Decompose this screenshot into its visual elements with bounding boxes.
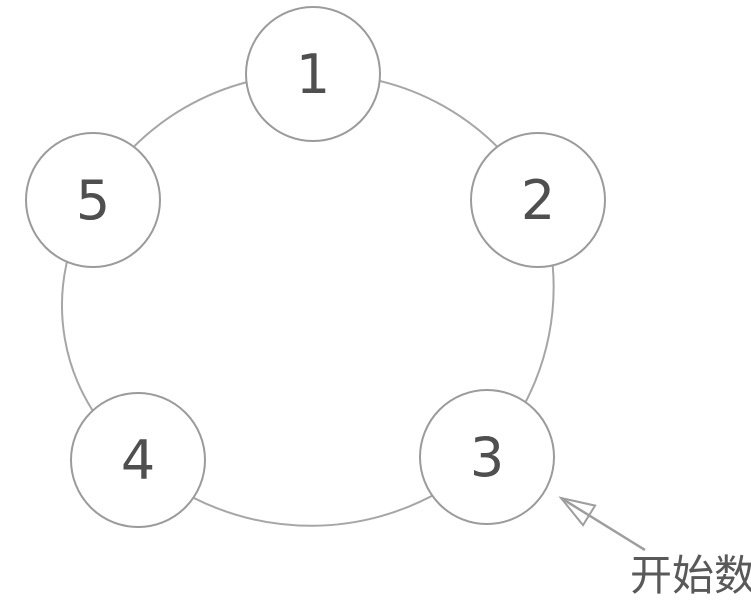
node-number: 4 xyxy=(121,429,155,492)
node-circle xyxy=(470,132,606,268)
arrowhead-icon xyxy=(558,496,597,527)
node-number: 5 xyxy=(76,169,110,232)
node-circle xyxy=(419,389,555,525)
node-2: 2 xyxy=(470,132,606,268)
node-circle xyxy=(25,132,161,268)
node-5: 5 xyxy=(25,132,161,268)
node-number: 1 xyxy=(296,43,330,106)
start-count-label: 开始数 xyxy=(630,551,751,600)
node-4: 4 xyxy=(70,392,206,528)
node-number: 2 xyxy=(521,169,555,232)
node-circle xyxy=(70,392,206,528)
annotation-arrow-shaft xyxy=(560,496,646,552)
node-3: 3 xyxy=(419,389,555,525)
node-circle xyxy=(245,6,381,142)
node-1: 1 xyxy=(245,6,381,142)
node-number: 3 xyxy=(470,426,504,489)
